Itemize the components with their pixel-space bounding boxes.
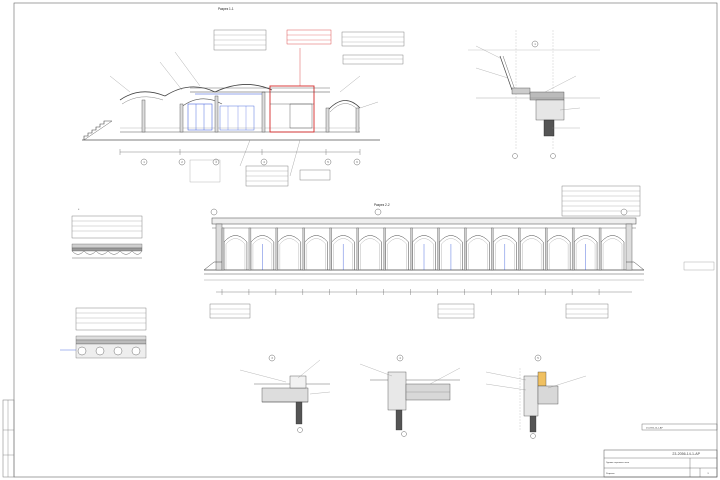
- detail-1: 1: [468, 30, 600, 159]
- arch-inner: [387, 238, 407, 270]
- arch-inner: [414, 238, 434, 270]
- section-1-1: Разрез 1-1: [82, 7, 405, 187]
- arch-inner: [495, 238, 515, 270]
- svg-text:4: 4: [399, 357, 401, 360]
- title-block: 23-2056-14-1-АР 23-2056-14-1-АР Здание т…: [603, 423, 718, 478]
- pier: [437, 227, 440, 271]
- pier: [221, 227, 225, 271]
- section-2-2: Разрез 2-2: [203, 185, 715, 319]
- svg-text:1: 1: [143, 161, 145, 164]
- left-binding-stamp: [2, 399, 15, 478]
- svg-text:≡: ≡: [78, 208, 80, 211]
- detail-4: 4: [359, 354, 461, 437]
- notes-box-3: [342, 54, 404, 65]
- pier: [329, 227, 332, 271]
- pier: [491, 227, 494, 271]
- arch-inner: [252, 238, 273, 270]
- pier: [571, 227, 575, 271]
- axis-bubble-6: 6: [353, 158, 361, 166]
- notes-box-2: [341, 31, 405, 47]
- arch: [466, 235, 490, 270]
- arch: [520, 235, 544, 270]
- arcade-row: [221, 227, 625, 271]
- highlight-region: [269, 85, 315, 133]
- pier: [275, 227, 279, 271]
- arch-inner: [575, 238, 596, 270]
- title-line-2: Разрезы: [606, 473, 615, 475]
- arch-inner: [279, 238, 299, 270]
- arch-inner: [549, 238, 569, 270]
- arch: [600, 235, 625, 270]
- detail-3: 3: [239, 354, 331, 433]
- axis-bubble-1: 1: [140, 158, 148, 166]
- document-code: 23-2056-14-1-АР: [646, 427, 663, 430]
- axis-bubble-4: 4: [260, 158, 268, 166]
- title-code-tag: 23-2056-14-1-АР: [672, 452, 700, 456]
- section-2-2-title: Разрез 2-2: [374, 203, 390, 207]
- title-line-1: Здание торгового зала: [606, 462, 630, 464]
- svg-text:2: 2: [181, 161, 183, 164]
- pier: [598, 227, 602, 271]
- sheet-number: 3: [707, 473, 709, 475]
- arch: [277, 235, 302, 270]
- legend-roof-layers: ≡: [71, 208, 143, 259]
- arch: [546, 235, 571, 270]
- svg-text:5: 5: [537, 357, 539, 360]
- pier: [302, 227, 305, 271]
- svg-text:4: 4: [263, 161, 265, 164]
- axis-bubble-2: 2: [178, 158, 186, 166]
- pier: [410, 227, 413, 271]
- arch-inner: [602, 238, 623, 270]
- svg-text:6: 6: [356, 161, 358, 164]
- legend-floor-layers: [60, 307, 147, 359]
- detail-5: 5: [485, 354, 587, 439]
- section-1-1-title: Разрез 1-1: [218, 7, 234, 11]
- pier: [518, 227, 521, 271]
- pier: [545, 227, 548, 271]
- arch-inner: [360, 238, 380, 270]
- sheet-frame: [13, 2, 718, 478]
- arch: [223, 235, 248, 270]
- pier: [356, 227, 359, 271]
- svg-text:3: 3: [215, 161, 217, 164]
- axis-bubble-5: 5: [324, 158, 332, 166]
- svg-text:1: 1: [534, 43, 536, 46]
- arch-inner: [441, 238, 461, 270]
- notes-box-red: [286, 29, 332, 45]
- arch: [304, 235, 328, 270]
- arch-inner: [522, 238, 542, 270]
- arch: [385, 235, 409, 270]
- arch-inner: [306, 238, 326, 270]
- svg-text:5: 5: [327, 161, 329, 164]
- arch-inner: [333, 238, 353, 270]
- arch: [358, 235, 382, 270]
- arch-inner: [468, 238, 488, 270]
- dimension-ticks: [221, 289, 600, 295]
- axis-bubble-3: 3: [212, 158, 220, 166]
- pier: [464, 227, 467, 271]
- notes-box-1: [213, 29, 267, 51]
- pier: [248, 227, 252, 271]
- svg-text:3: 3: [271, 357, 273, 360]
- arch-inner: [225, 238, 246, 270]
- pier: [383, 227, 386, 271]
